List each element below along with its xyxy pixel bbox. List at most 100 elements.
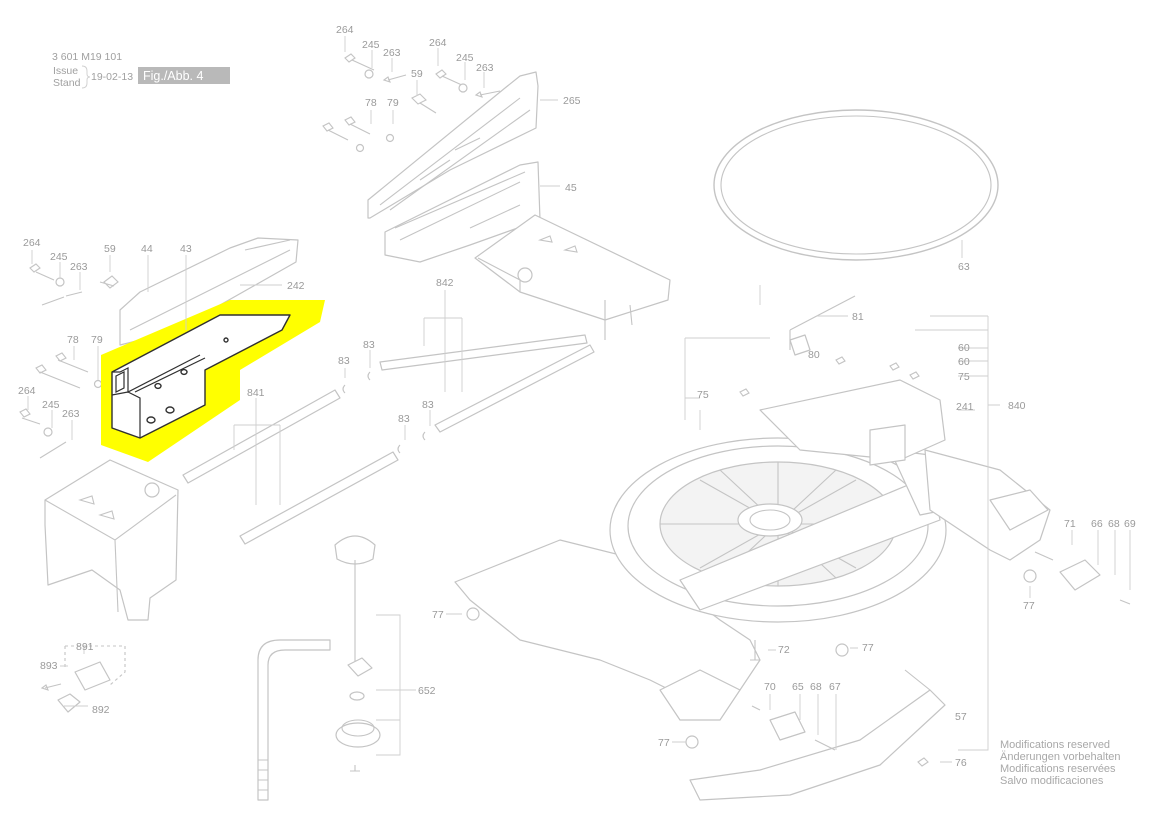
label-263: 263 xyxy=(62,408,80,420)
label-245: 245 xyxy=(42,399,60,411)
label-245: 245 xyxy=(456,52,474,64)
label-67: 67 xyxy=(829,681,841,693)
part-labels: 264 245 263 264 245 263 59 78 79 265 45 … xyxy=(18,24,1136,769)
label-891: 891 xyxy=(76,641,94,653)
label-60: 60 xyxy=(958,342,970,354)
small-screws xyxy=(739,356,920,397)
label-79: 79 xyxy=(91,334,103,346)
label-63: 63 xyxy=(958,261,970,273)
label-245: 245 xyxy=(50,251,68,263)
label-69: 69 xyxy=(1124,518,1136,530)
label-59: 59 xyxy=(104,243,116,255)
turntable-hub xyxy=(737,503,803,537)
fence-arrows xyxy=(537,235,578,253)
label-265: 265 xyxy=(563,95,581,107)
label-75: 75 xyxy=(958,371,970,383)
clamp-rod-thread xyxy=(258,759,268,791)
clamp-assembly-652 xyxy=(257,535,381,801)
lever-66 xyxy=(1059,559,1101,591)
label-83: 83 xyxy=(398,413,410,425)
label-76: 76 xyxy=(955,757,967,769)
left-extension-detail xyxy=(44,494,177,613)
label-71: 71 xyxy=(1064,518,1076,530)
part-43-hole-4 xyxy=(180,368,188,376)
note-line-1: Modifications reserved xyxy=(1000,739,1110,751)
label-59: 59 xyxy=(411,68,423,80)
rod-842a xyxy=(379,334,588,371)
left-extension-body xyxy=(44,459,179,621)
right-fence-assembly xyxy=(322,53,671,340)
issue-brace xyxy=(81,65,91,89)
figure-label-box xyxy=(138,67,230,84)
label-264: 264 xyxy=(429,37,447,49)
front-foot xyxy=(659,669,741,721)
knob-892 xyxy=(57,693,81,713)
label-66: 66 xyxy=(1091,518,1103,530)
clamp-nut xyxy=(347,657,373,677)
lever-65 xyxy=(769,711,806,741)
label-75: 75 xyxy=(697,389,709,401)
label-841: 841 xyxy=(247,387,265,399)
label-44: 44 xyxy=(141,243,153,255)
issue-date: 19-02-13 xyxy=(91,71,133,83)
nut-77-right xyxy=(1023,569,1037,583)
label-263: 263 xyxy=(476,62,494,74)
note-line-4: Salvo modificaciones xyxy=(1000,775,1104,787)
screw-76 xyxy=(917,757,929,767)
turntable-base xyxy=(454,295,1051,801)
label-893: 893 xyxy=(40,660,58,672)
fence-45 xyxy=(384,161,541,263)
ring-63-outer xyxy=(713,109,999,261)
note-line-3: Modifications reservées xyxy=(1000,763,1116,775)
label-57: 57 xyxy=(955,711,967,723)
left-table-extension xyxy=(44,459,179,621)
clamp-knob xyxy=(334,535,376,565)
hex-key-81 xyxy=(789,295,856,350)
bolt-71 xyxy=(1034,551,1131,605)
nut-77-bottom xyxy=(685,735,699,749)
leader-lines xyxy=(27,36,1131,763)
highlighted-part-43 xyxy=(101,300,325,462)
part-891 xyxy=(74,661,111,691)
label-68: 68 xyxy=(1108,518,1120,530)
label-842: 842 xyxy=(436,277,454,289)
label-264: 264 xyxy=(23,237,41,249)
label-43: 43 xyxy=(180,243,192,255)
rod-841a xyxy=(182,389,341,484)
label-81: 81 xyxy=(852,311,864,323)
fence-265-detail xyxy=(379,97,531,211)
note-line-2: Änderungen vorbehalten xyxy=(1000,751,1120,763)
issue-label: Issue xyxy=(53,65,78,77)
label-77: 77 xyxy=(432,609,444,621)
fence-screws-top xyxy=(322,53,501,153)
label-77: 77 xyxy=(658,737,670,749)
drawing-header: 3 601 M19 101 Issue Stand 19-02-13 Fig./… xyxy=(52,51,230,89)
stand-label: Stand xyxy=(53,77,81,89)
label-45: 45 xyxy=(565,182,577,194)
label-65: 65 xyxy=(792,681,804,693)
part-43-hole-2 xyxy=(165,406,175,414)
label-68: 68 xyxy=(810,681,822,693)
fence-44-detail xyxy=(129,239,291,331)
label-264: 264 xyxy=(18,385,36,397)
clamp-pad xyxy=(335,722,381,748)
small-parts-right xyxy=(466,356,1131,767)
nut-77-left xyxy=(466,607,480,621)
label-242: 242 xyxy=(287,280,305,292)
screw-72 xyxy=(750,640,760,661)
bevel-scale-detail xyxy=(904,669,931,691)
retaining-rings-83 xyxy=(342,371,426,454)
label-263: 263 xyxy=(383,47,401,59)
label-60: 60 xyxy=(958,356,970,368)
modifications-note: Modifications reserved Änderungen vorbeh… xyxy=(1000,739,1120,787)
label-83: 83 xyxy=(422,399,434,411)
fence-45-detail xyxy=(394,171,526,241)
label-77: 77 xyxy=(862,642,874,654)
screw-893 xyxy=(40,683,62,691)
part-43-hole-3 xyxy=(154,382,162,390)
label-245: 245 xyxy=(362,39,380,51)
label-83: 83 xyxy=(338,355,350,367)
label-79: 79 xyxy=(387,97,399,109)
base-right-arm xyxy=(924,449,1051,561)
